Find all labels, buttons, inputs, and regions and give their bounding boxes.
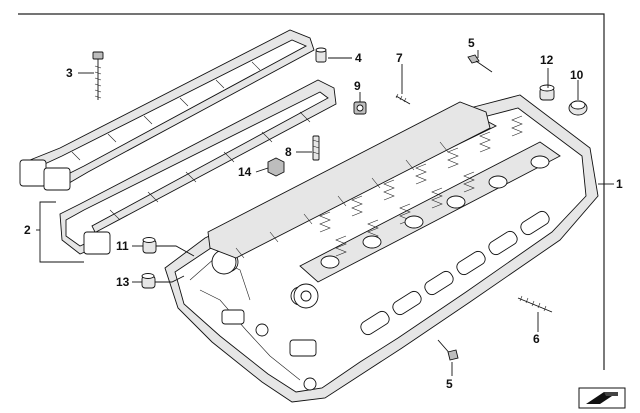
- cam-lobes: [320, 155, 550, 269]
- assembly-frame: [18, 13, 605, 370]
- stud-8: [312, 135, 320, 161]
- callout-11: 11: [116, 239, 129, 253]
- valve-springs: [319, 115, 523, 257]
- callout-1: 1: [616, 177, 623, 191]
- callout-3: 3: [66, 66, 73, 80]
- cap-12: [539, 84, 555, 101]
- plug-13: [141, 273, 156, 289]
- callout-8: 8: [285, 145, 292, 159]
- bolt-top: [467, 54, 493, 73]
- plug-11: [142, 237, 157, 254]
- page-forward-icon[interactable]: [578, 387, 626, 409]
- callout-5-top: 5: [468, 36, 475, 50]
- callout-4: 4: [355, 51, 362, 65]
- callout-5-bottom: 5: [446, 377, 453, 391]
- cam-carrier: [207, 101, 491, 259]
- callout-9: 9: [354, 79, 361, 93]
- leader-lines: [36, 50, 614, 376]
- callout-14: 14: [238, 165, 252, 179]
- callout-2: 2: [24, 223, 31, 237]
- bolt-bottom: [437, 339, 459, 361]
- sleeve: [315, 47, 327, 63]
- callout-6: 6: [533, 332, 540, 346]
- callout-7: 7: [396, 51, 403, 65]
- plug-10: [568, 100, 588, 116]
- nut-9: [353, 101, 367, 115]
- callout-12: 12: [540, 53, 554, 67]
- bearing-ladder: [59, 79, 337, 255]
- callout-10: 10: [570, 68, 584, 82]
- cam-cover-upper: [19, 29, 315, 191]
- stud-6: [517, 295, 553, 313]
- bolt-long: [92, 51, 104, 100]
- callout-13: 13: [116, 275, 130, 289]
- stud-7: [395, 93, 411, 105]
- exhaust-ports: [360, 210, 550, 336]
- nut-14: [267, 157, 285, 177]
